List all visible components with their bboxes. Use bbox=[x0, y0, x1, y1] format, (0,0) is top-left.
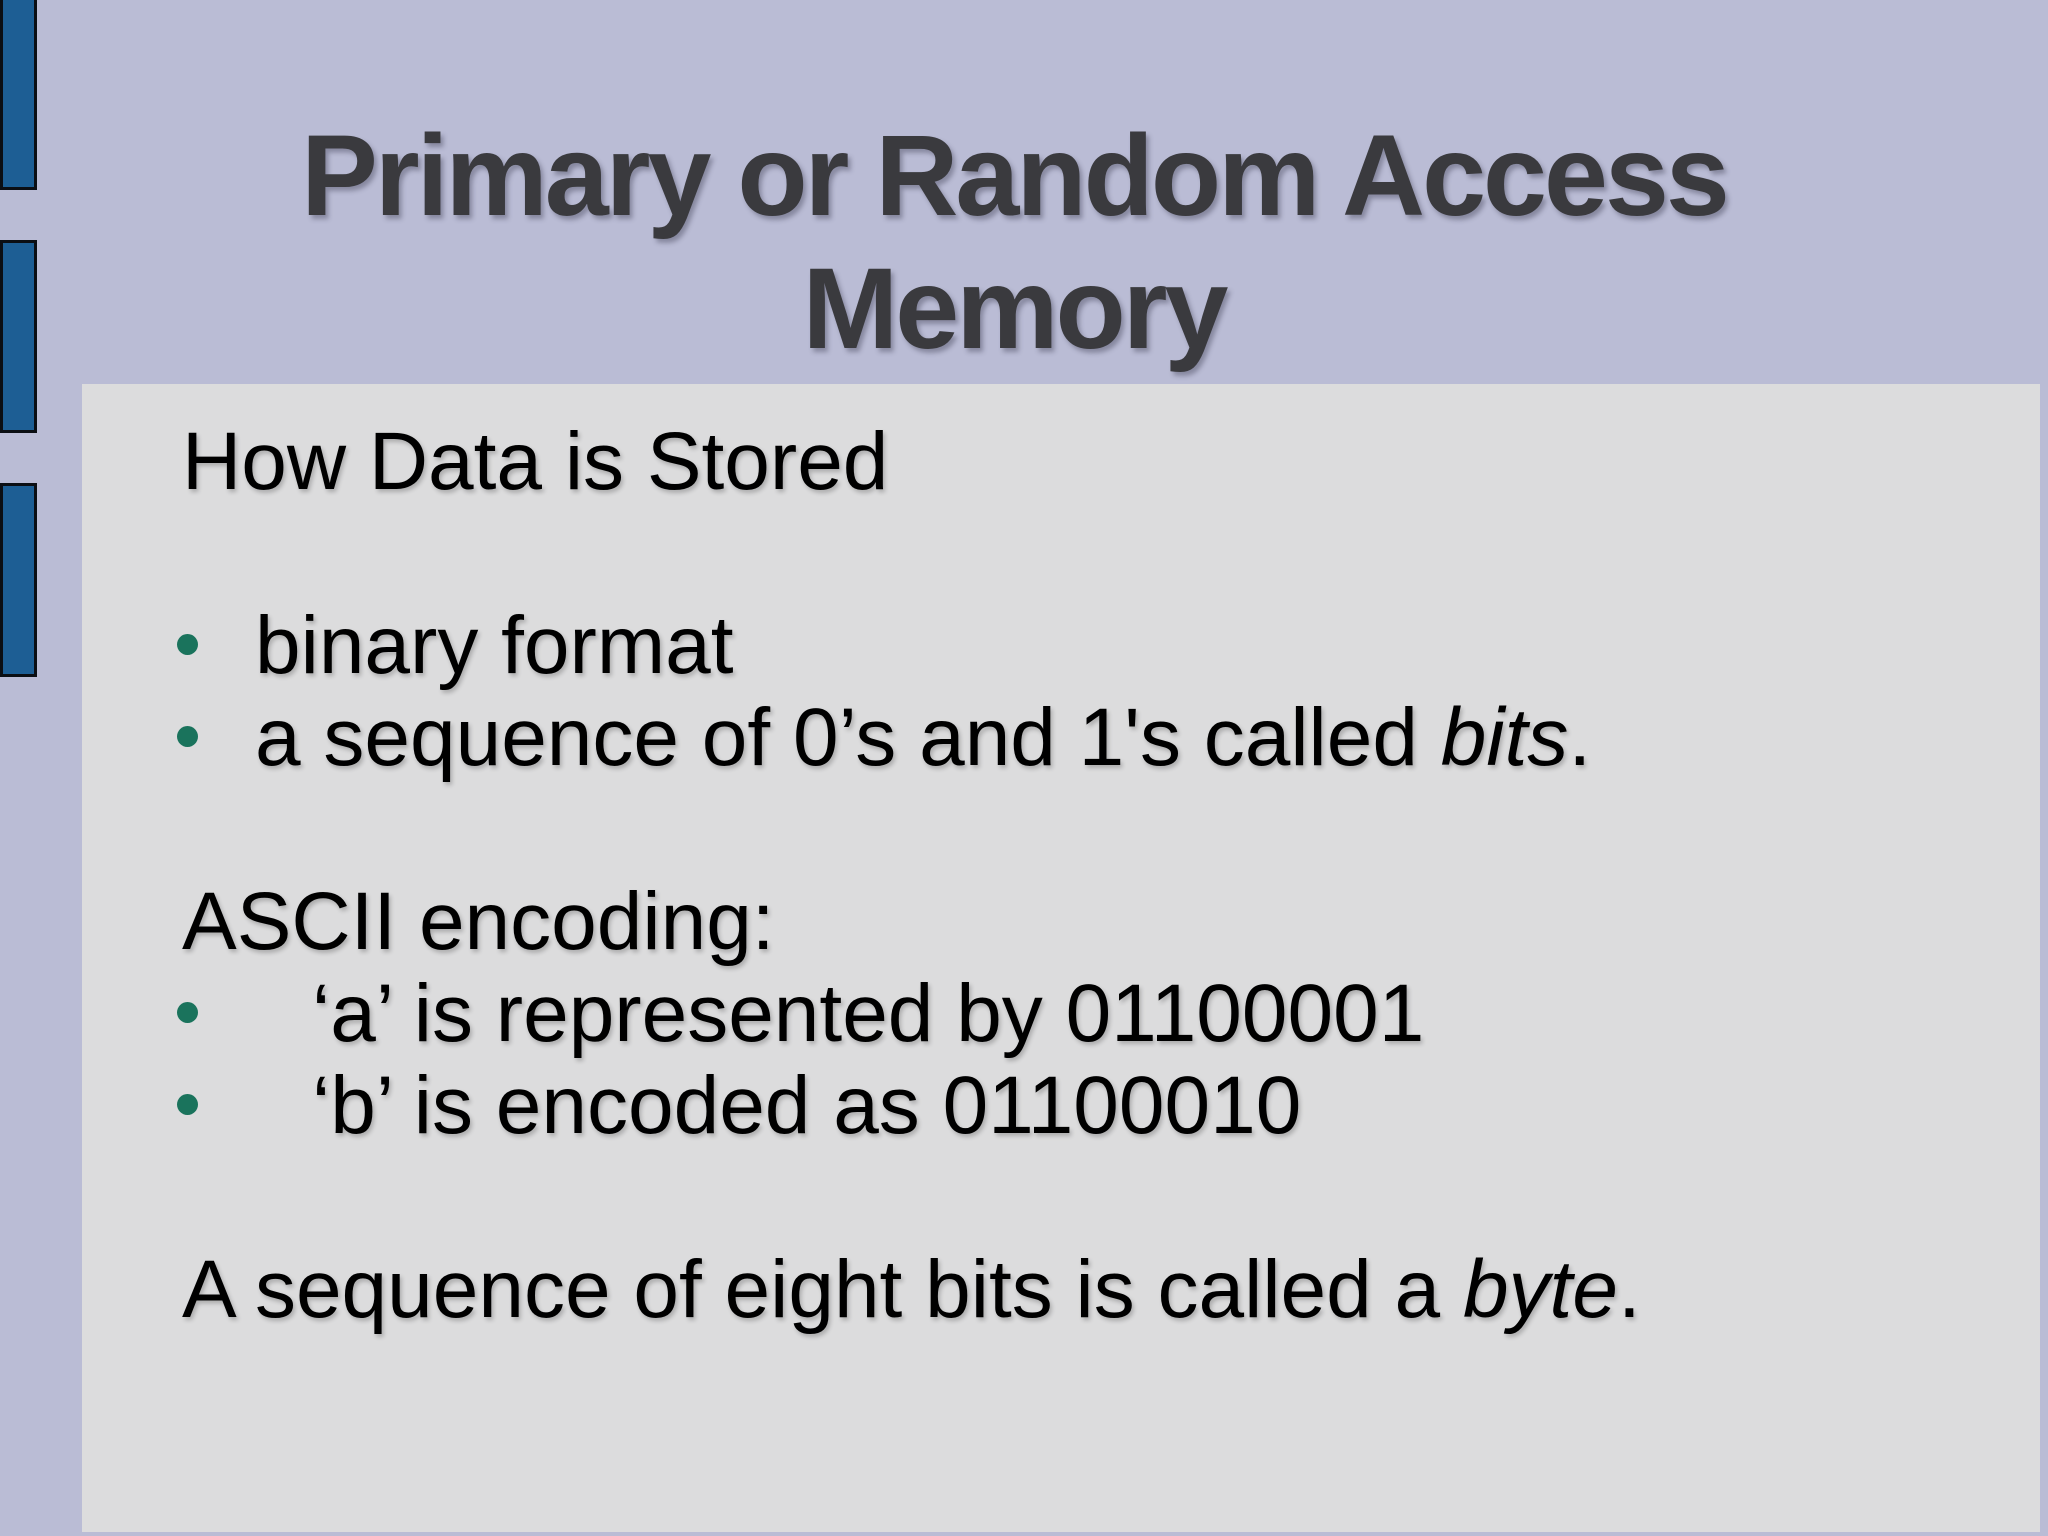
closing-post: . bbox=[1617, 1244, 1641, 1335]
bullet-text: ‘a’ is represented by 01100001 bbox=[312, 968, 1425, 1059]
sidebar-block-3 bbox=[0, 483, 37, 677]
closing-italic-byte: byte bbox=[1462, 1244, 1618, 1335]
bullet-text: binary format bbox=[255, 600, 734, 691]
sidebar-block-1 bbox=[0, 0, 37, 190]
content-heading: How Data is Stored bbox=[182, 416, 889, 507]
spacer bbox=[182, 508, 2010, 600]
bullet-text: ‘b’ is encoded as 01100010 bbox=[312, 1060, 1302, 1151]
bullet-text-pre: a sequence of 0’s and 1's called bbox=[255, 692, 1441, 783]
closing-sentence: A sequence of eight bits is called a byt… bbox=[182, 1244, 2010, 1336]
closing-pre: A sequence of eight bits is called a bbox=[182, 1244, 1463, 1335]
bullet-item-bit-sequence: a sequence of 0’s and 1's called bits. bbox=[177, 692, 2010, 784]
spacer bbox=[182, 1152, 2010, 1244]
bullet-item-ascii-a: ‘a’ is represented by 01100001 bbox=[177, 968, 2010, 1060]
bullet-item-binary-format: binary format bbox=[177, 600, 2010, 692]
content-panel: How Data is Stored binary format a seque… bbox=[82, 384, 2040, 1532]
bullet-dot-icon bbox=[177, 634, 198, 655]
bullet-text-post: . bbox=[1568, 692, 1592, 783]
bullet-dot-icon bbox=[177, 1094, 198, 1115]
bullet-dot-icon bbox=[177, 726, 198, 747]
bullet-text: a sequence of 0’s and 1's called bits. bbox=[255, 692, 1591, 784]
slide-title-line-2: Memory bbox=[802, 245, 1229, 373]
bullet-item-ascii-b: ‘b’ is encoded as 01100010 bbox=[177, 1060, 2010, 1152]
sidebar-block-2 bbox=[0, 240, 37, 433]
ascii-heading: ASCII encoding: bbox=[182, 876, 775, 967]
bullet-text-italic-bits: bits bbox=[1440, 692, 1569, 783]
bullet-dot-icon bbox=[177, 1002, 198, 1023]
slide-title: Primary or Random Access Memory bbox=[20, 110, 2008, 376]
spacer bbox=[182, 784, 2010, 876]
slide-title-line-1: Primary or Random Access bbox=[301, 112, 1730, 240]
